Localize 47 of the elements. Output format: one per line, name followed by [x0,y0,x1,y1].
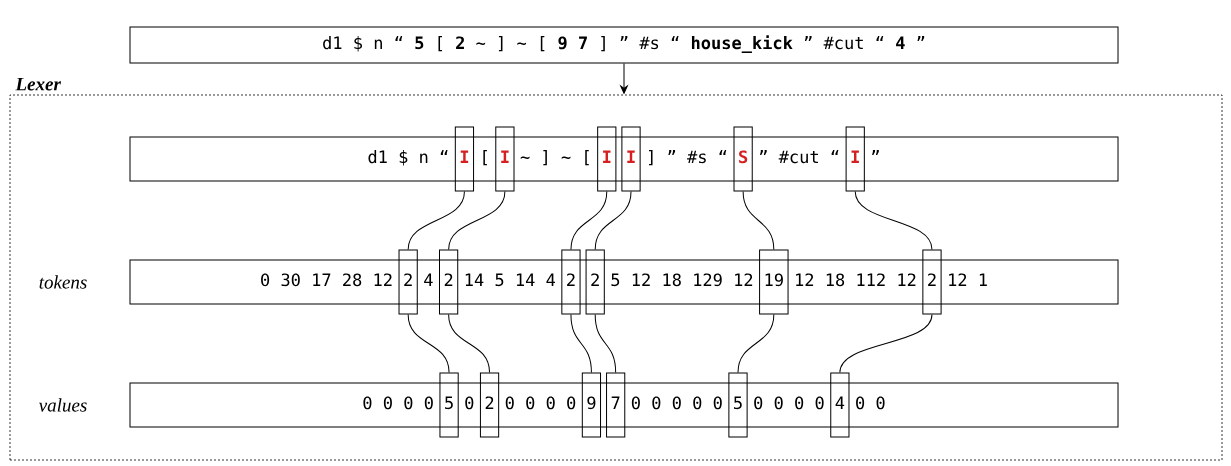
connector-curve [854,191,933,250]
connector-curve [570,191,608,250]
highlight-box: I [845,126,865,192]
highlight-box: I [495,126,515,192]
connector-curve [448,314,491,373]
highlight-box: 2 [439,249,459,315]
highlight-box: 19 [759,249,789,315]
highlight-box: 2 [561,249,581,315]
node-label: 0 30 17 28 12 [261,273,392,287]
highlight-box: 2 [479,372,500,438]
node-label: 12 1 [949,273,987,286]
node-label: 14 5 14 4 [465,273,556,287]
highlight-box: 2 [922,249,942,315]
region-title: Lexer [15,77,61,91]
highlight-box: 9 [581,372,602,438]
node-label: 0 0 [856,396,885,410]
connector-curve [737,314,775,373]
highlight-box: 5 [439,372,459,438]
connector-curve [594,191,632,250]
node-label: 12 18 112 12 [796,273,916,287]
row-label: tokens [39,275,87,289]
highlight-box: 5 [728,372,748,438]
connector-curve [407,191,465,250]
highlight-box: I [454,126,475,192]
node-label: 0 0 0 0 [363,396,433,410]
connector-curve [448,191,506,250]
connector-curve [742,191,775,250]
connector-curve [839,314,933,373]
row-label: values [39,398,87,412]
connector-curve [594,314,617,373]
node-label: 0 0 0 0 [505,396,576,410]
node-label: 0 0 0 0 0 [631,396,722,410]
node-label: 0 0 0 0 [754,396,824,410]
highlight-box: 2 [585,249,605,315]
highlight-box: 2 [398,249,418,315]
highlight-box: 4 [830,372,850,438]
node-label: 5 12 18 129 12 [611,273,753,287]
connector-curve [570,314,592,373]
connector-curve [407,314,450,373]
highlight-box: S [733,126,753,192]
highlight-box: I [621,126,641,192]
highlight-box: 7 [606,372,626,438]
node-label: 0 [465,396,474,410]
node-label: 4 [424,273,433,286]
arrow [620,63,628,94]
command-box: d1 $ n “ 5 [ 2 ~ ] ~ [ 9 7 ] ” #s “ house_kick ” #cut “ 4 ” [129,26,1119,64]
highlight-box: I [597,126,617,192]
